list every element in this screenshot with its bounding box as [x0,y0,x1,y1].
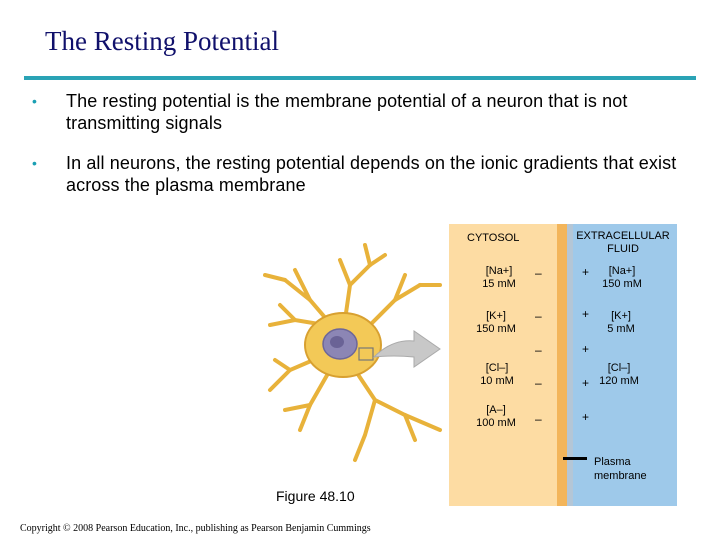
figure-label: Figure 48.10 [276,488,355,504]
plasma-membrane [557,224,567,506]
cytosol-label: CYTOSOL [467,232,520,244]
ion-label: [Na+]150 mM [602,265,642,290]
bullet-dot-icon: • [32,155,37,171]
plus-sign: + [582,265,590,279]
minus-sign: – [535,376,542,390]
minus-sign: – [535,309,542,323]
bullet-text: In all neurons, the resting potential de… [66,153,677,195]
ion-concentration-panel: CYTOSOL EXTRACELLULAR FLUID [Na+]15 mM [… [449,224,677,506]
neuron-illustration [263,243,442,462]
ion-label: [Cl–]120 mM [599,362,639,387]
minus-sign: – [535,412,542,426]
ion-label: [A–]100 mM [476,404,516,429]
plus-sign: + [582,410,590,424]
bullet-item: • In all neurons, the resting potential … [32,152,702,196]
ion-label: [K+]150 mM [476,310,516,335]
slide-title: The Resting Potential [45,26,279,56]
extracellular-region [573,224,677,506]
bullet-item: • The resting potential is the membrane … [32,90,702,134]
ion-label: [Cl–]10 mM [480,362,514,387]
zoom-arrow-icon [372,330,441,368]
bullet-text: The resting potential is the membrane po… [66,91,628,133]
copyright-notice: Copyright © 2008 Pearson Education, Inc.… [20,523,371,534]
membrane-legend-line [563,457,587,460]
ion-label: [Na+]15 mM [482,265,516,290]
plus-sign: + [582,307,590,321]
cytosol-region [449,224,557,506]
minus-sign: – [535,343,542,357]
plus-sign: + [582,342,590,356]
bullet-dot-icon: • [32,93,37,109]
membrane-edge [567,224,573,506]
membrane-legend-label: Plasma membrane [594,456,647,482]
extracellular-label: EXTRACELLULAR FLUID [576,230,670,255]
title-underline [24,76,696,80]
plus-sign: + [582,376,590,390]
ion-label: [K+]5 mM [607,310,635,335]
minus-sign: – [535,266,542,280]
